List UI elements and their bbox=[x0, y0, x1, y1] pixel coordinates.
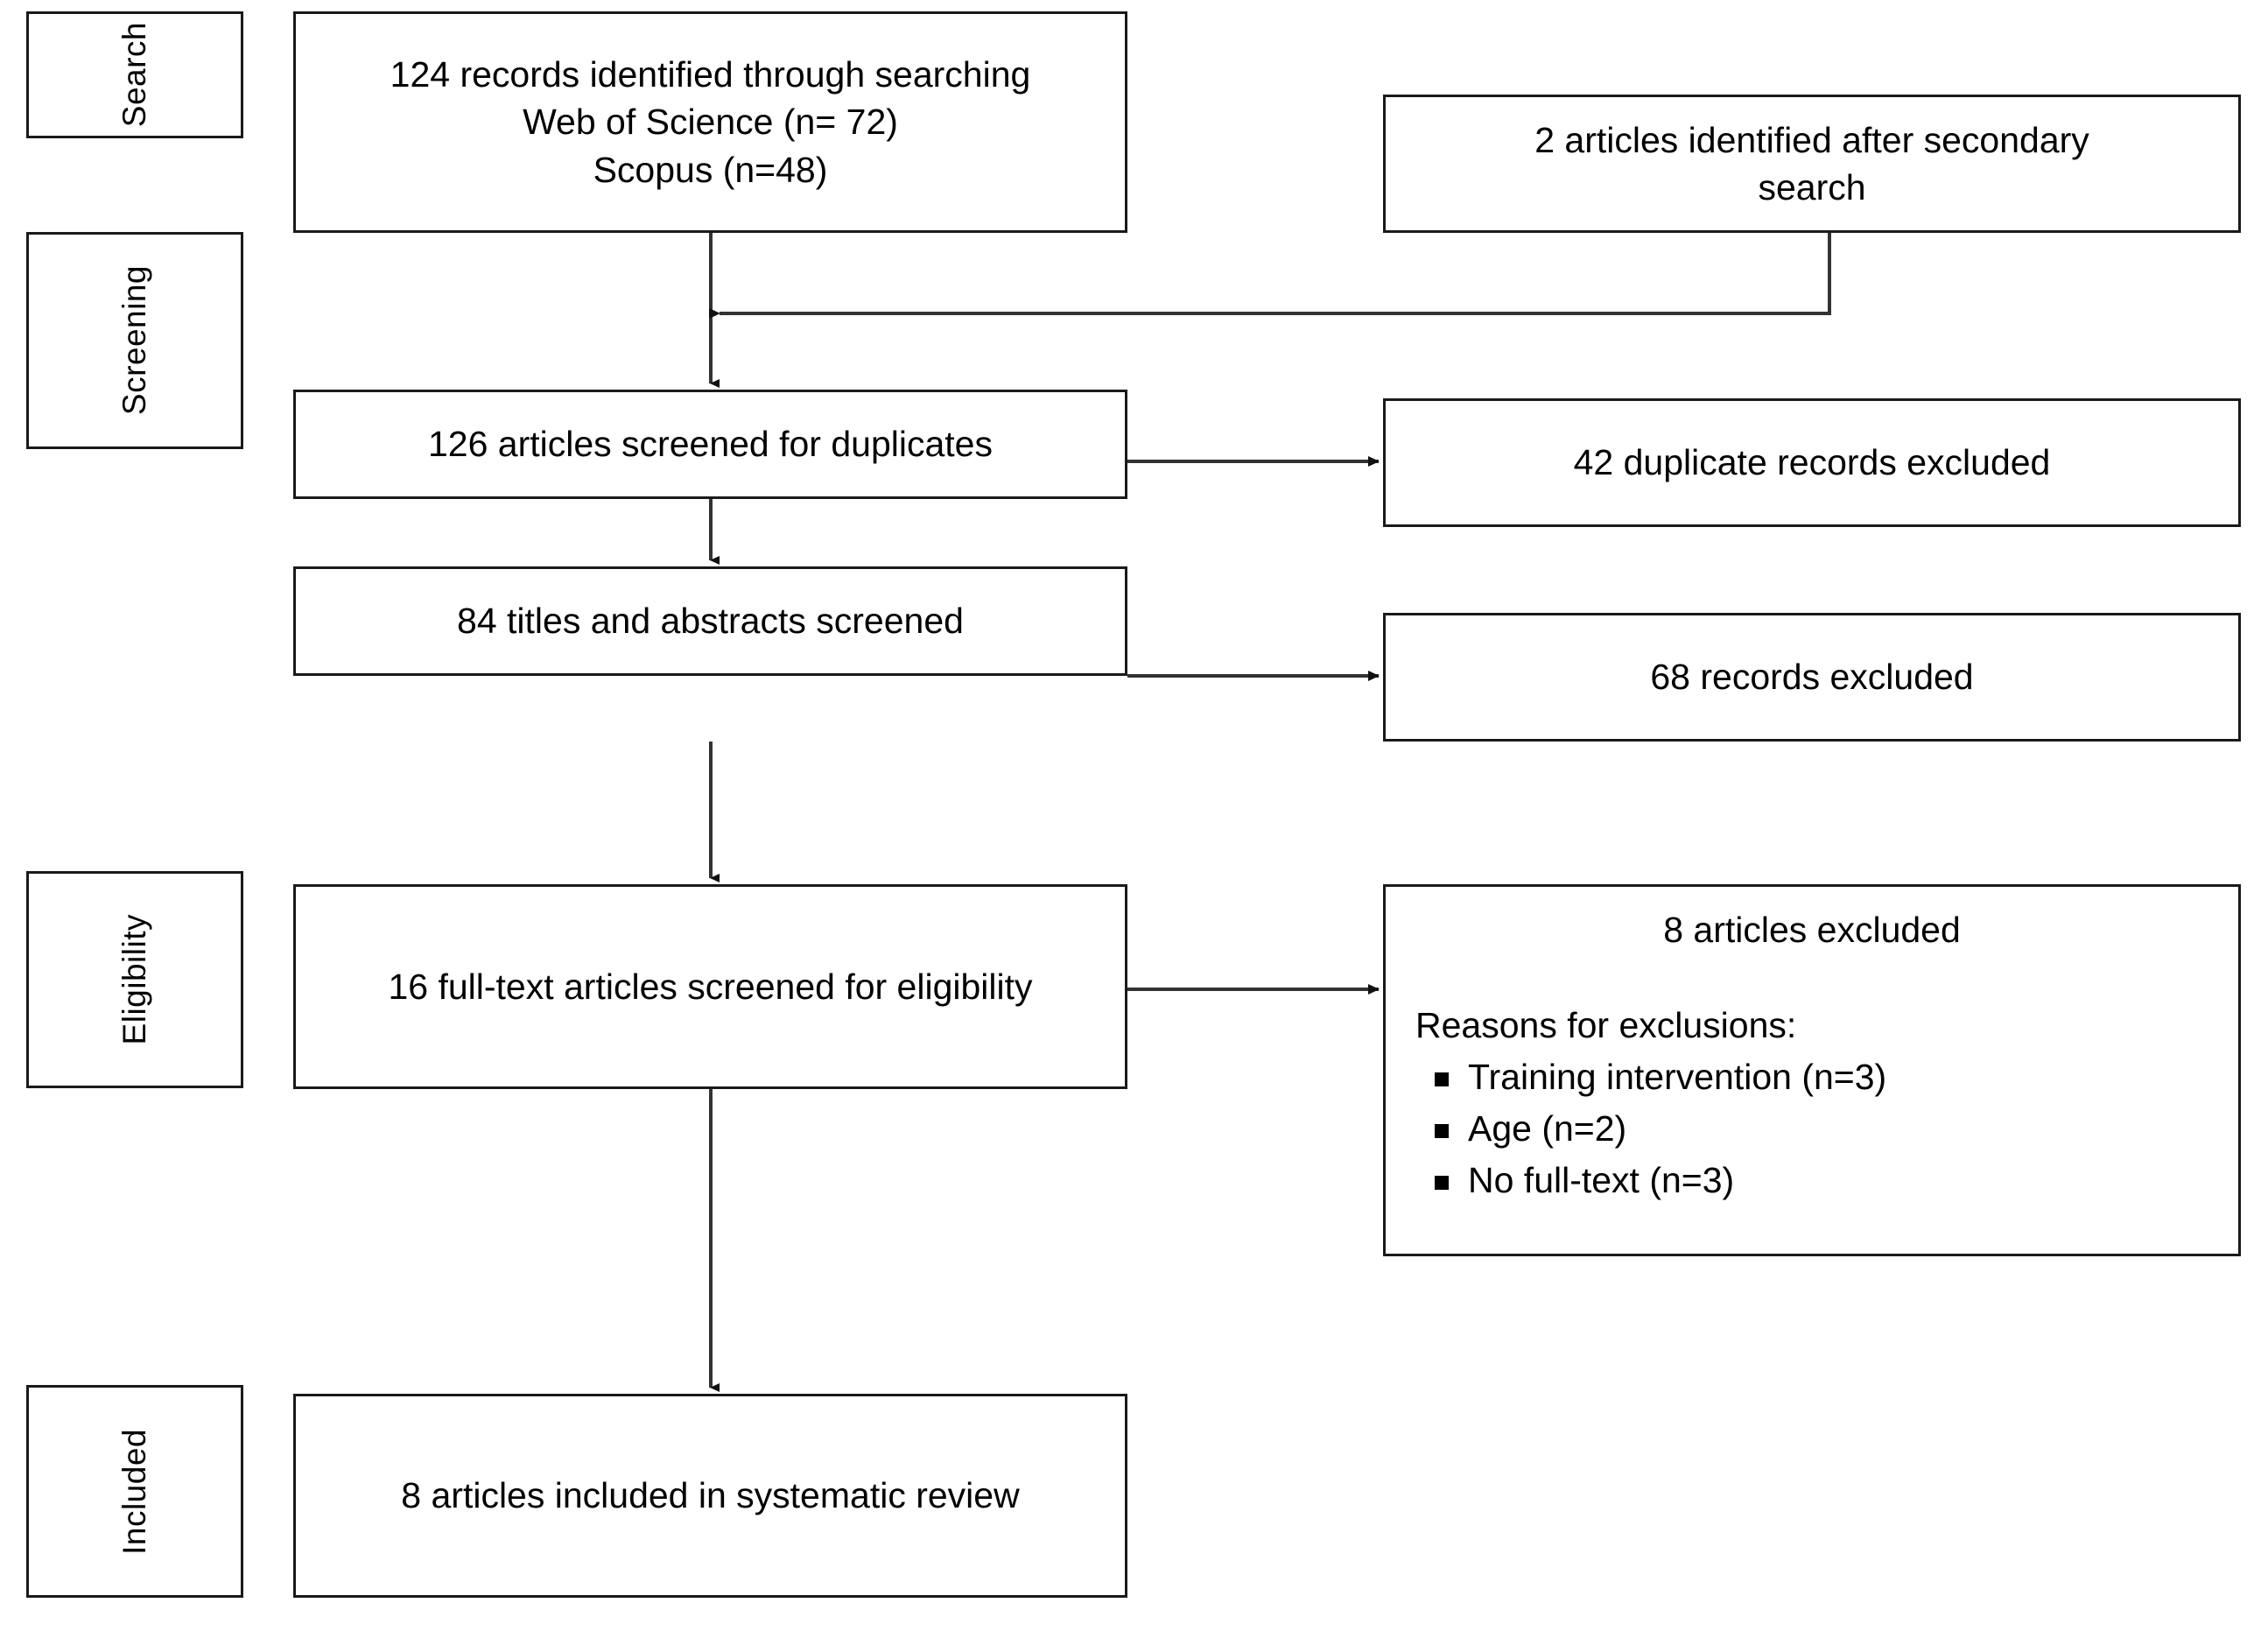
square-bullet-icon bbox=[1435, 1072, 1449, 1086]
exclusion-reason-text: Training intervention (n=3) bbox=[1468, 1057, 1887, 1097]
stage-label-screening-text: Screening bbox=[116, 265, 152, 416]
node-records-identified: 124 records identified through searching… bbox=[293, 11, 1127, 233]
stage-label-included: Included bbox=[26, 1385, 243, 1598]
node-duplicates-excluded-text: 42 duplicate records excluded bbox=[1573, 442, 2051, 483]
exclusion-reason-item: No full-text (n=3) bbox=[1415, 1160, 2208, 1201]
node-included-final: 8 articles included in systematic review bbox=[293, 1394, 1127, 1598]
node-titles-screened: 84 titles and abstracts screened bbox=[293, 566, 1127, 676]
node-duplicates-screened-text: 126 articles screened for duplicates bbox=[428, 424, 993, 465]
node-secondary-search: 2 articles identified after secondary se… bbox=[1383, 95, 2241, 233]
exclusion-reason-text: No full-text (n=3) bbox=[1468, 1160, 1735, 1200]
node-articles-excluded-subtitle: Reasons for exclusions: bbox=[1415, 1005, 1797, 1045]
stage-label-search: Search bbox=[26, 11, 243, 138]
node-records-identified-text: 124 records identified through searching… bbox=[390, 54, 1031, 190]
node-secondary-search-text: 2 articles identified after secondary se… bbox=[1534, 119, 2089, 207]
wire-secondary-merge bbox=[709, 233, 1831, 319]
exclusion-reason-text: Age (n=2) bbox=[1468, 1108, 1627, 1149]
node-duplicates-screened: 126 articles screened for duplicates bbox=[293, 390, 1127, 499]
square-bullet-icon bbox=[1435, 1124, 1449, 1138]
node-articles-excluded-title: 8 articles excluded bbox=[1663, 910, 1961, 950]
node-duplicates-excluded: 42 duplicate records excluded bbox=[1383, 398, 2241, 527]
stage-label-eligibility: Eligibility bbox=[26, 871, 243, 1088]
exclusion-reason-list: Training intervention (n=3) Age (n=2) No… bbox=[1415, 1057, 2208, 1201]
node-fulltext-screened: 16 full-text articles screened for eligi… bbox=[293, 884, 1127, 1089]
exclusion-reason-item: Age (n=2) bbox=[1415, 1108, 2208, 1149]
exclusion-reason-item: Training intervention (n=3) bbox=[1415, 1057, 2208, 1098]
node-titles-screened-text: 84 titles and abstracts screened bbox=[457, 601, 964, 642]
stage-label-search-text: Search bbox=[116, 22, 152, 128]
stage-label-eligibility-text: Eligibility bbox=[116, 914, 152, 1045]
node-records-excluded: 68 records excluded bbox=[1383, 613, 2241, 742]
node-included-final-text: 8 articles included in systematic review bbox=[401, 1475, 1020, 1516]
node-records-excluded-text: 68 records excluded bbox=[1650, 657, 1974, 698]
stage-label-screening: Screening bbox=[26, 232, 243, 449]
stage-label-included-text: Included bbox=[116, 1428, 152, 1555]
node-articles-excluded: 8 articles excluded Reasons for exclusio… bbox=[1383, 884, 2241, 1256]
square-bullet-icon bbox=[1435, 1176, 1449, 1190]
node-fulltext-screened-text: 16 full-text articles screened for eligi… bbox=[388, 966, 1033, 1007]
